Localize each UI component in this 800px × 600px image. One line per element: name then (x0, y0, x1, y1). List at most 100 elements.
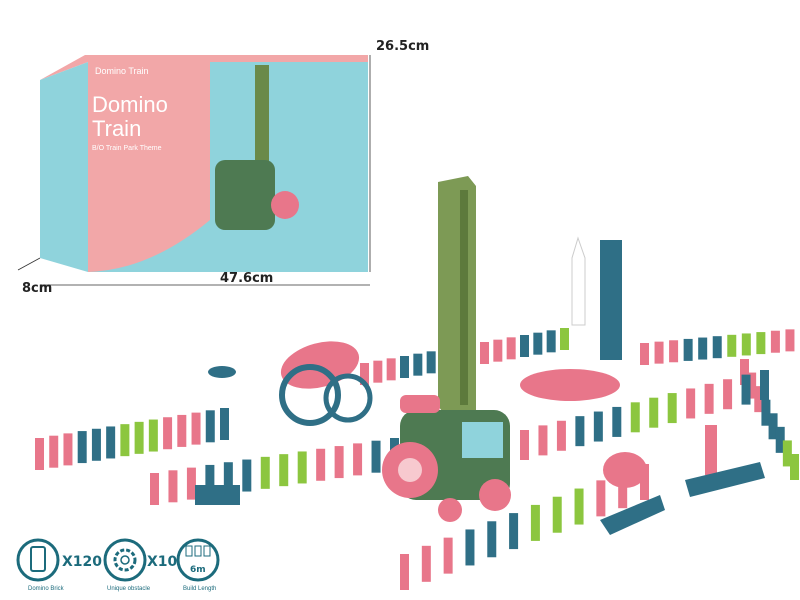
domino (704, 383, 714, 414)
domino (163, 417, 173, 450)
domino (106, 426, 116, 459)
domino (421, 545, 431, 582)
domino (754, 386, 764, 413)
domino (220, 408, 229, 440)
domino (77, 431, 87, 464)
domino (334, 446, 344, 479)
domino (480, 342, 489, 364)
width-dimension: 47.6cm (220, 271, 273, 286)
box-train (215, 160, 275, 230)
domino (560, 328, 569, 350)
box-subtitle: B/O Train Park Theme (92, 145, 162, 152)
domino (654, 341, 664, 364)
domino (413, 353, 423, 376)
obstacles (195, 425, 765, 535)
domino (782, 440, 792, 467)
domino (530, 504, 540, 541)
domino (297, 451, 307, 484)
build-length-label: Build Length (183, 586, 216, 592)
domino (667, 393, 677, 424)
box-title-line1: Domino (92, 92, 168, 117)
domino (546, 330, 556, 353)
domino (168, 470, 178, 503)
domino (520, 335, 529, 357)
domino (630, 402, 640, 433)
domino (618, 472, 628, 509)
domino (400, 356, 409, 378)
domino (760, 370, 769, 400)
domino (520, 430, 529, 460)
domino (493, 339, 503, 362)
domino (191, 412, 201, 445)
domino (741, 374, 751, 405)
obstacle-count: X10 (147, 554, 178, 570)
domino (316, 448, 326, 481)
domino (533, 332, 543, 355)
domino (538, 425, 548, 456)
gear-icon (113, 548, 137, 572)
domino (747, 372, 757, 399)
domino (593, 411, 603, 442)
domino-label: Domino Brick (28, 586, 65, 592)
domino (723, 379, 733, 410)
rocket-launcher (520, 236, 622, 401)
domino-track (35, 328, 799, 590)
domino-brick-icon (30, 546, 46, 572)
product-box: Domino Train B/O Train Park Theme Domino… (40, 55, 368, 272)
box-side (40, 62, 88, 272)
domino (727, 334, 737, 357)
domino (150, 473, 159, 505)
domino (371, 440, 381, 473)
domino (669, 340, 679, 363)
domino (91, 428, 101, 461)
domino (186, 467, 196, 500)
box-top-title: Domino Train (95, 66, 149, 76)
domino (683, 338, 693, 361)
domino (487, 521, 497, 558)
box-top (40, 55, 368, 80)
domino (63, 433, 73, 466)
domino (575, 416, 585, 447)
domino (260, 456, 270, 489)
domino-tower (438, 176, 476, 416)
domino (649, 397, 659, 428)
domino (279, 454, 289, 487)
domino (574, 488, 584, 525)
domino (761, 399, 771, 426)
domino (698, 337, 708, 360)
domino (770, 330, 780, 353)
domino (49, 435, 59, 468)
domino (35, 438, 44, 470)
build-length-value: 6m (190, 565, 206, 575)
obstacle-label: Unique obstacle (107, 586, 151, 592)
feature-obstacle: X10 Unique obstacle (103, 538, 178, 592)
domino (205, 464, 215, 497)
domino (686, 388, 696, 419)
domino (756, 332, 766, 355)
domino-count: X120 (62, 554, 102, 570)
depth-dimension: 8cm (22, 281, 52, 296)
domino (556, 420, 566, 451)
domino (148, 419, 158, 452)
domino (373, 360, 383, 383)
domino (177, 414, 187, 447)
domino (785, 329, 795, 352)
domino (552, 496, 562, 533)
domino (205, 410, 215, 443)
domino (134, 421, 144, 454)
height-dimension: 26.5cm (376, 39, 429, 54)
domino (612, 406, 622, 437)
train (382, 395, 511, 522)
build-length-icon (176, 538, 220, 582)
domino (509, 513, 519, 550)
domino (640, 464, 649, 500)
domino (386, 358, 396, 381)
domino (360, 363, 369, 385)
domino (775, 426, 785, 453)
domino (506, 337, 516, 360)
domino (400, 554, 409, 590)
feature-domino-brick: X120 Domino Brick (16, 538, 102, 592)
domino (353, 443, 363, 476)
domino (465, 529, 475, 566)
